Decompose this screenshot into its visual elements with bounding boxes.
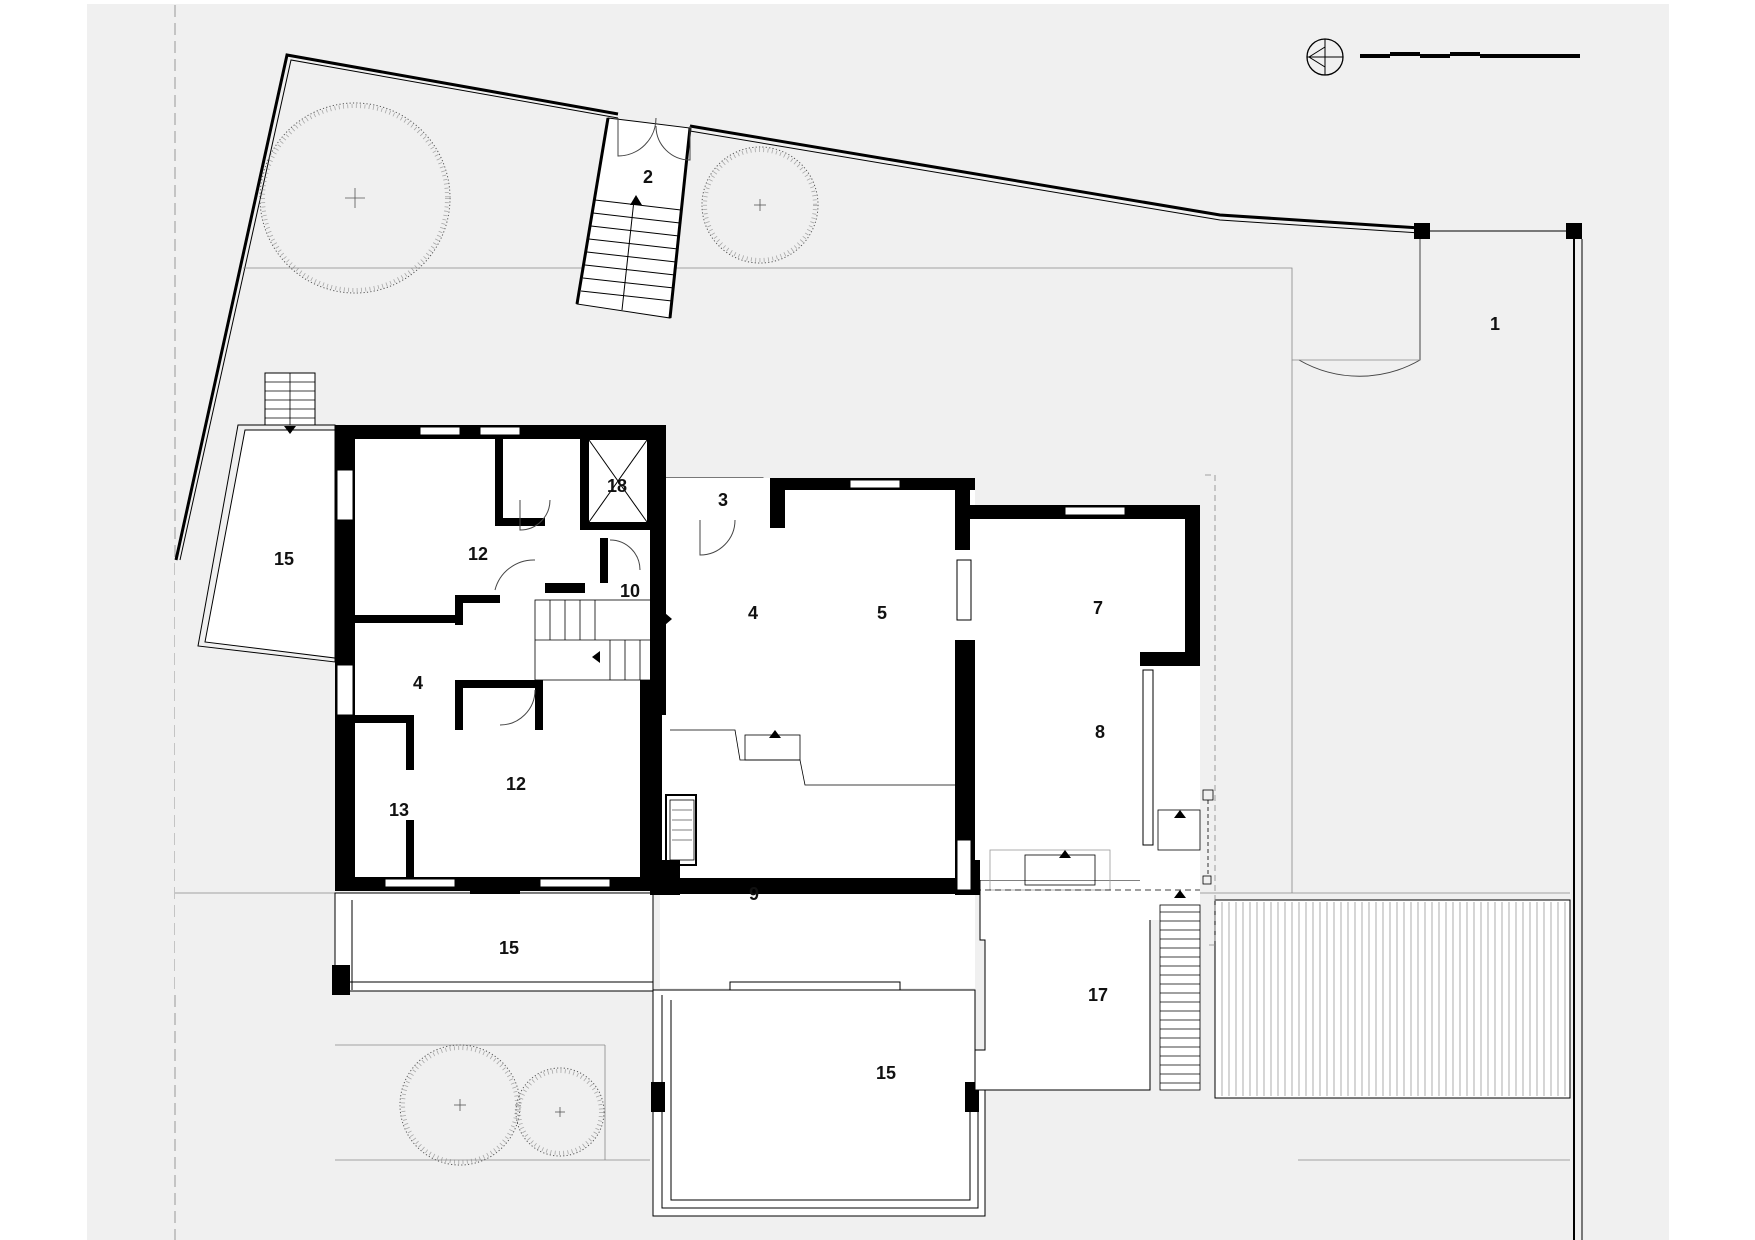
terraces (197, 372, 1571, 1217)
room-label-1: 1 (1490, 314, 1500, 334)
tree-icon (399, 1044, 521, 1166)
hall-steps (665, 729, 955, 866)
room-label-12-upper: 12 (468, 544, 488, 564)
room-label-5: 5 (877, 603, 887, 623)
room-label-8: 8 (1095, 722, 1105, 742)
room-label-17: 17 (1088, 985, 1108, 1005)
tree-icon (515, 1067, 605, 1157)
deck-boards (1221, 902, 1566, 1096)
room-label-4-west: 4 (413, 673, 423, 693)
tree-icon (259, 102, 451, 294)
room-label-18: 18 (607, 476, 627, 496)
room-label-15-south-west: 15 (499, 938, 519, 958)
windows (336, 426, 1154, 991)
north-arrow-icon (1306, 38, 1344, 76)
room-label-7: 7 (1093, 598, 1103, 618)
east-steps (975, 474, 1216, 1091)
room-label-13: 13 (389, 800, 409, 820)
room-label-4-main: 4 (748, 603, 758, 623)
interior-stair (534, 599, 672, 681)
stair-arrow-icon (630, 195, 642, 205)
room-label-3: 3 (718, 490, 728, 510)
tree-icon (701, 146, 819, 264)
doors (494, 499, 736, 726)
deck (1214, 899, 1571, 1099)
pier (470, 878, 520, 894)
elevator (583, 434, 653, 528)
room-labels: 1 2 3 4 5 7 8 9 10 12 4 12 13 15 15 15 1… (274, 167, 1500, 1083)
entrance-stair (575, 117, 692, 319)
room-label-15-south: 15 (876, 1063, 896, 1083)
room-label-10: 10 (620, 581, 640, 601)
scale-bar-icon (1360, 52, 1580, 58)
room-label-9: 9 (749, 884, 759, 904)
room-label-12-lower: 12 (506, 774, 526, 794)
room-label-2: 2 (643, 167, 653, 187)
room-label-15-west: 15 (274, 549, 294, 569)
